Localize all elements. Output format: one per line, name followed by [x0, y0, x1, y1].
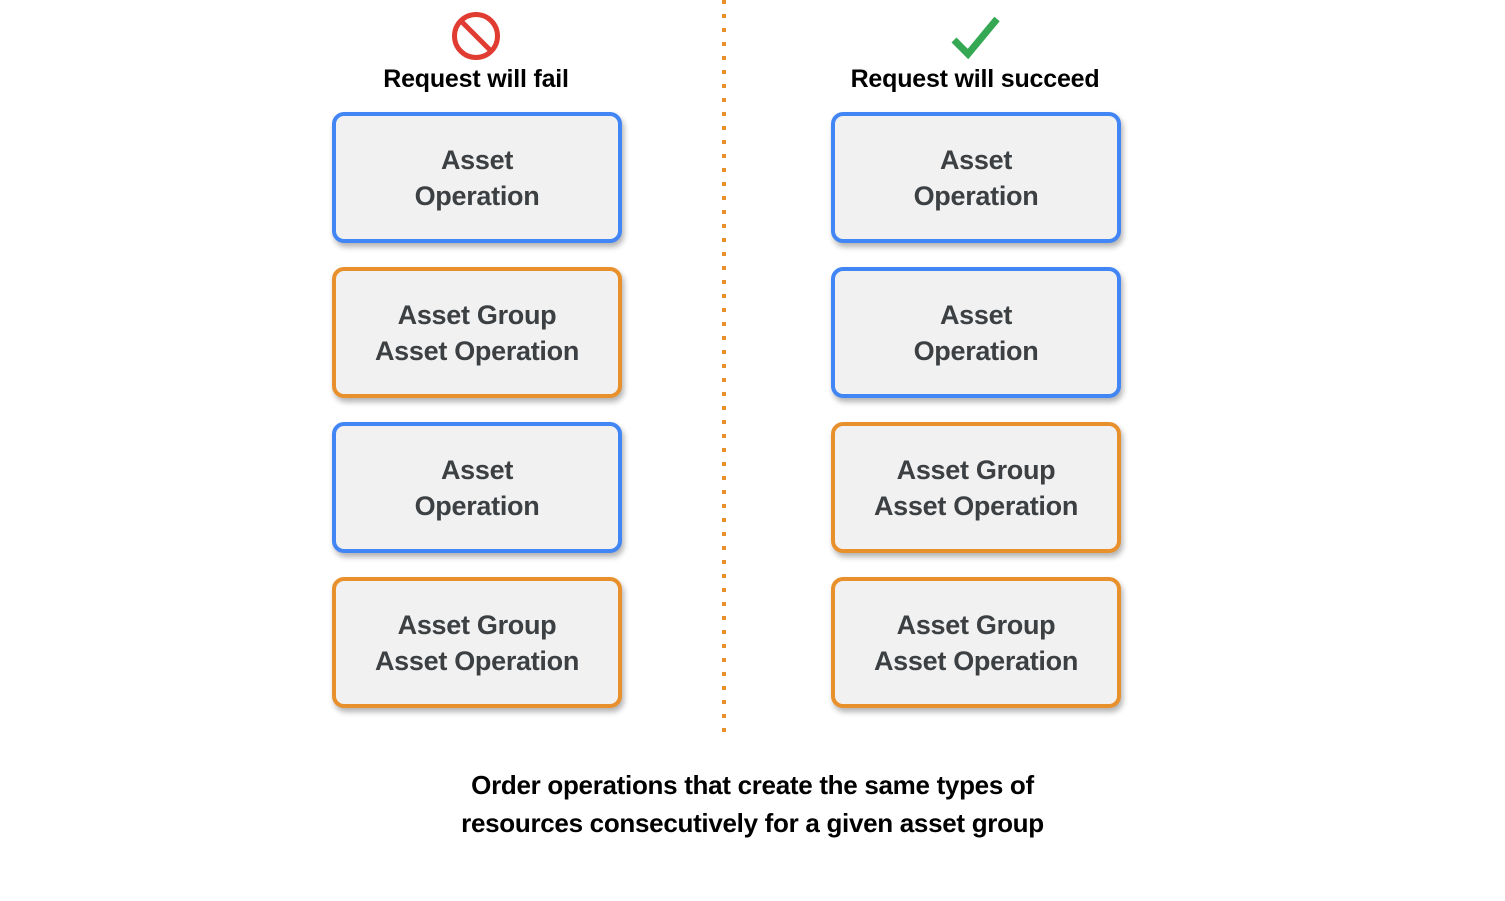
column-header-succeed: Request will succeed: [825, 8, 1125, 94]
operation-box-label: Asset Group Asset Operation: [873, 609, 1079, 676]
operation-stack-fail: Asset Operation Asset Group Asset Operat…: [332, 112, 622, 732]
operation-box-asset[interactable]: Asset Operation: [332, 112, 622, 243]
column-header-fail: Request will fail: [326, 8, 626, 94]
operation-box-asset[interactable]: Asset Operation: [332, 422, 622, 553]
operation-box-asset-group[interactable]: Asset Group Asset Operation: [831, 422, 1121, 553]
checkmark-icon: [825, 8, 1125, 64]
column-header-label-fail: Request will fail: [383, 65, 569, 93]
operation-stack-succeed: Asset Operation Asset Operation Asset Gr…: [831, 112, 1121, 732]
operation-box-label: Asset Group Asset Operation: [873, 454, 1079, 521]
operation-box-asset-group[interactable]: Asset Group Asset Operation: [831, 577, 1121, 708]
diagram-caption: Order operations that create the same ty…: [0, 766, 1505, 842]
operation-box-label: Asset Group Asset Operation: [374, 609, 580, 676]
column-header-label-succeed: Request will succeed: [850, 65, 1100, 93]
operation-box-label: Asset Operation: [913, 144, 1039, 211]
prohibited-icon: [326, 8, 626, 64]
operation-box-label: Asset Operation: [414, 454, 540, 521]
operation-box-label: Asset Operation: [913, 299, 1039, 366]
operation-box-asset[interactable]: Asset Operation: [831, 112, 1121, 243]
operation-box-asset-group[interactable]: Asset Group Asset Operation: [332, 577, 622, 708]
caption-line-1: Order operations that create the same ty…: [471, 770, 1034, 800]
operation-box-asset[interactable]: Asset Operation: [831, 267, 1121, 398]
operation-box-asset-group[interactable]: Asset Group Asset Operation: [332, 267, 622, 398]
caption-line-2: resources consecutively for a given asse…: [461, 808, 1044, 838]
operation-box-label: Asset Group Asset Operation: [374, 299, 580, 366]
dotted-vertical-line-icon: [722, 0, 726, 742]
operation-box-label: Asset Operation: [414, 144, 540, 211]
